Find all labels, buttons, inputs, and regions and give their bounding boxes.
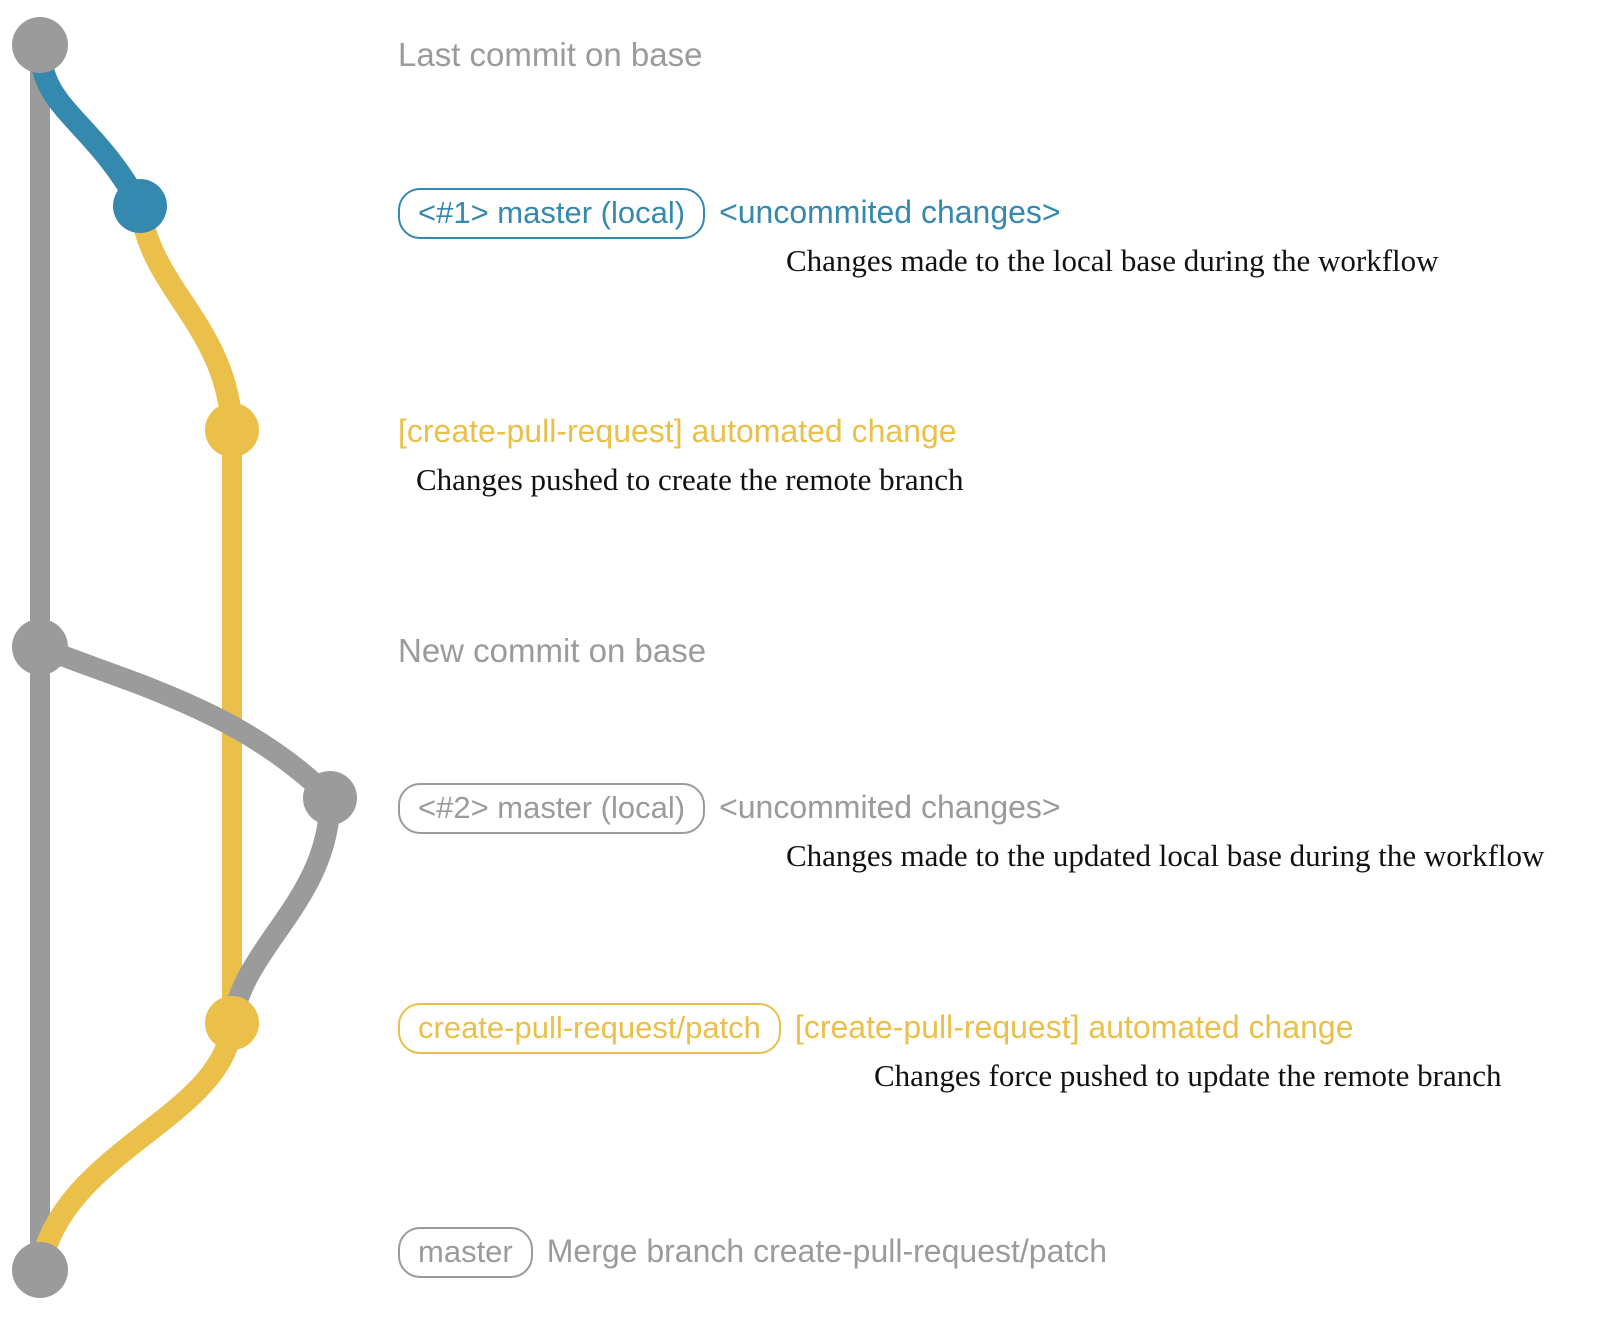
branch-badge-master-local-2[interactable]: <#2> master (local) <box>398 783 706 834</box>
commit-node-local-2[interactable] <box>303 771 357 825</box>
note-automated-change-1: Changes pushed to create the remote bran… <box>416 462 964 497</box>
row-local-2: <#2> master (local) <uncommited changes> <box>398 783 1061 834</box>
heading-last-commit-on-base: Last commit on base <box>398 36 703 73</box>
commit-message-local-1: <uncommited changes> <box>719 194 1061 230</box>
row-automated-change-1: [create-pull-request] automated change <box>398 415 957 447</box>
commit-node-new-commit-on-base[interactable] <box>12 619 68 675</box>
commit-message-automated-change-2: [create-pull-request] automated change <box>794 1009 1354 1045</box>
branch-badge-master-local-1[interactable]: <#1> master (local) <box>398 188 706 239</box>
edge-local1-to-patch1 <box>129 195 243 441</box>
commit-node-merge[interactable] <box>12 1242 68 1298</box>
note-local-2: Changes made to the updated local base d… <box>786 838 1545 873</box>
row-local-1: <#1> master (local) <uncommited changes> <box>398 188 1061 239</box>
note-automated-change-2: Changes force pushed to update the remot… <box>874 1058 1502 1093</box>
branch-badge-create-pull-request-patch[interactable]: create-pull-request/patch <box>398 1003 781 1054</box>
commit-node-last-commit-on-base[interactable] <box>12 17 68 73</box>
commit-node-local-1[interactable] <box>113 179 167 233</box>
commit-node-automated-change-1[interactable] <box>205 403 259 457</box>
row-merge: master Merge branch create-pull-request/… <box>398 1227 1107 1278</box>
commit-message-local-2: <uncommited changes> <box>719 789 1061 825</box>
edge-base-to-local1 <box>29 34 151 217</box>
heading-new-commit-on-base: New commit on base <box>398 632 707 669</box>
row-automated-change-2: create-pull-request/patch [create-pull-r… <box>398 1003 1353 1054</box>
edge-local2-to-patch2 <box>221 787 341 1034</box>
note-local-1: Changes made to the local base during th… <box>786 243 1439 278</box>
branch-badge-master[interactable]: master <box>398 1227 533 1278</box>
git-graph <box>12 17 357 1298</box>
commit-node-automated-change-2[interactable] <box>205 996 259 1050</box>
edge-base-to-local2 <box>29 636 341 809</box>
edge-patch2-to-merge <box>29 1012 243 1281</box>
commit-message-merge: Merge branch create-pull-request/patch <box>546 1233 1108 1269</box>
commit-message-automated-change-1: [create-pull-request] automated change <box>398 413 957 449</box>
